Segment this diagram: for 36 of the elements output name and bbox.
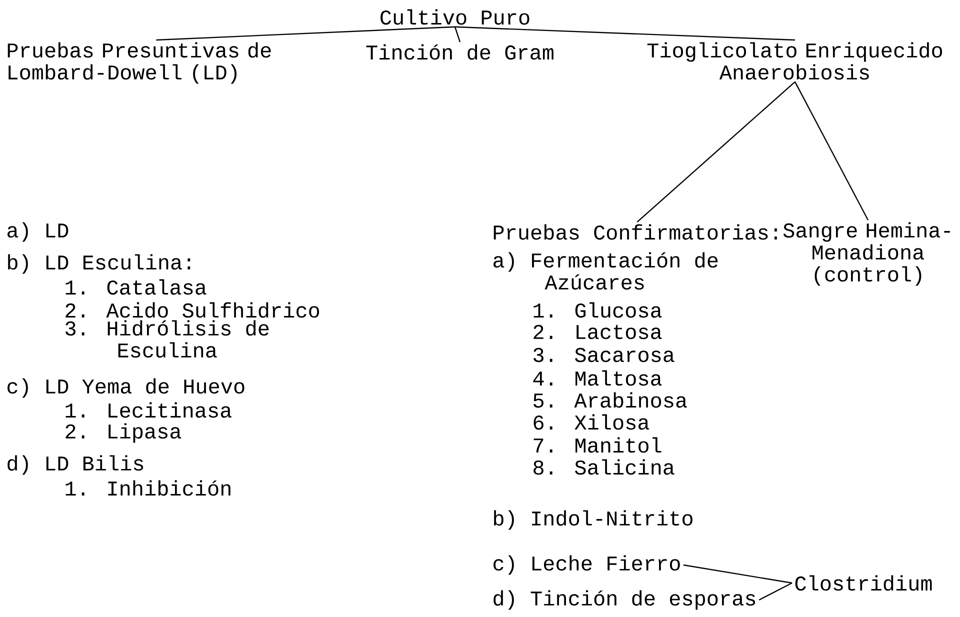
list-item: 6. Xilosa bbox=[534, 414, 650, 430]
list-item: b) LD Esculina: bbox=[8, 254, 190, 274]
list-item: 7. Manitol bbox=[534, 437, 662, 453]
list-item: 1. Inhibición bbox=[66, 480, 230, 496]
list-item: 3. Sacarosa bbox=[534, 348, 674, 362]
node-text: Sangre Hemina-Menadiona (control) bbox=[783, 222, 950, 286]
node-text: c) Leche Fierro bbox=[494, 555, 680, 575]
list-item: b) Indol-Nitrito bbox=[494, 510, 692, 530]
connector-line bbox=[156, 26, 456, 41]
node-text: Pruebas Presuntivas de Lombard-Dowell (LD) bbox=[8, 42, 271, 84]
list-item: 5. Arabinosa bbox=[534, 392, 687, 408]
list-item: a) Fermentación de Azúcares bbox=[494, 252, 718, 290]
connector-line bbox=[454, 26, 461, 42]
list-item: 8. Salicina bbox=[534, 459, 674, 475]
node-text: Pruebas Confirmatorias: bbox=[494, 224, 777, 240]
node-text: Cultivo Puro bbox=[380, 9, 530, 25]
list-item: 2. Acido Sulfhidrico bbox=[66, 302, 320, 318]
list-item: c) LD Yema de Huevo bbox=[8, 378, 244, 398]
list-item: 1. Catalasa bbox=[66, 279, 206, 295]
list-item: 1. Glucosa bbox=[534, 302, 662, 318]
list-item: a) LD bbox=[8, 222, 68, 242]
node-text: Clostridium bbox=[795, 575, 932, 591]
list-item: d) LD Bilis bbox=[8, 455, 144, 475]
node-text: Tioglicolato Enriquecido Anaerobiosis bbox=[647, 42, 942, 80]
connector-line bbox=[683, 564, 792, 584]
connector-line bbox=[758, 582, 792, 601]
connector-line bbox=[454, 26, 796, 41]
list-item: 3. Hidrólisis de Esculina bbox=[66, 320, 269, 358]
list-item: 2. Lipasa bbox=[66, 423, 182, 443]
connector-line bbox=[794, 82, 869, 220]
list-item: 1. Lecitinasa bbox=[66, 402, 232, 418]
node-text: d) Tinción de esporas bbox=[494, 590, 756, 610]
connector-line bbox=[636, 81, 796, 223]
node-text: Tinción de Gram bbox=[366, 44, 554, 60]
list-item: 2. Lactosa bbox=[534, 324, 662, 340]
list-item: 4. Maltosa bbox=[533, 370, 662, 386]
